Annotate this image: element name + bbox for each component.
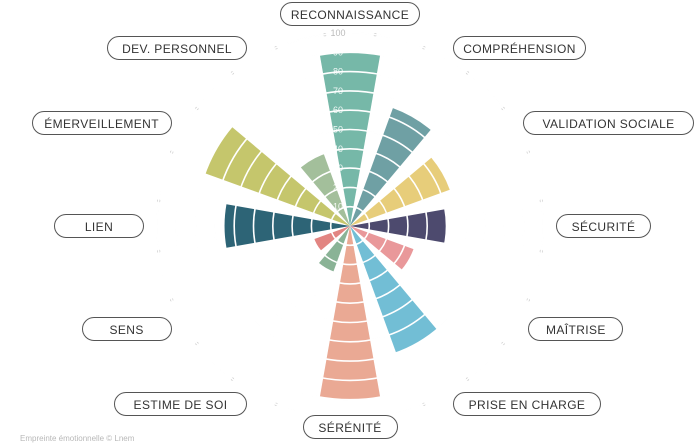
bar-separator-30	[291, 167, 409, 285]
bar-lien	[224, 204, 350, 248]
bar-dev-personnel	[300, 153, 350, 226]
bar-reconnaissance	[319, 52, 381, 226]
radial-tick-90: 90	[333, 47, 343, 57]
bar-separator-70	[214, 90, 486, 362]
radial-tick-10: 10	[333, 202, 343, 212]
radial-tick-50: 50	[333, 125, 343, 135]
category-label-s-curit-: SÉCURITÉ	[556, 214, 651, 238]
category-label-dev-personnel: DEV. PERSONNEL	[107, 35, 247, 60]
radial-tick-20: 20	[333, 182, 343, 192]
category-label-reconnaissance: RECONNAISSANCE	[280, 2, 420, 26]
radial-tick-100: 100	[330, 28, 345, 38]
category-label-estime-de-soi: ESTIME DE SOI	[114, 392, 247, 417]
footer-credit: Empreinte émotionnelle © Lnem	[20, 434, 135, 443]
bar-compr-hension	[350, 108, 431, 226]
radial-tick-60: 60	[333, 105, 343, 115]
bar--merveillement	[204, 126, 350, 226]
category-label-lien: LIEN	[54, 214, 144, 238]
category-label-prise-en-charge: PRISE EN CHARGE	[453, 392, 601, 417]
bar-separator-40	[271, 148, 428, 304]
bar-s-curit-	[350, 209, 447, 243]
radial-tick-80: 80	[333, 67, 343, 77]
radial-tick-30: 30	[333, 163, 343, 173]
bar-separator-10	[329, 205, 371, 247]
bar-estime-de-soi	[318, 226, 350, 272]
bar-separator-90	[175, 51, 525, 401]
bar-separator-50	[252, 128, 448, 324]
category-label-validation-sociale: VALIDATION SOCIALE	[523, 111, 694, 135]
category-label-ma-trise: MAÎTRISE	[528, 317, 624, 341]
radial-tick-40: 40	[333, 144, 343, 154]
radial-tick-labels: 10 20 30 40 50 60 70 80 90 100	[330, 28, 345, 212]
radial-tick-70: 70	[333, 86, 343, 96]
category-label-sens: SENS	[81, 317, 172, 341]
bar-separator-80	[194, 70, 506, 382]
bar-separator-20	[310, 186, 390, 266]
category-label-compr-hension: COMPRÉHENSION	[453, 35, 586, 60]
bar-sens	[313, 226, 350, 251]
bars-group	[156, 32, 544, 420]
bar-s-r-nit-	[319, 226, 381, 400]
bar-validation-sociale	[350, 157, 450, 226]
category-label-s-r-nit-: SÉRÉNITÉ	[302, 415, 398, 439]
category-label--merveillement: ÉMERVEILLEMENT	[31, 111, 172, 135]
bar-separator-60	[233, 109, 467, 343]
